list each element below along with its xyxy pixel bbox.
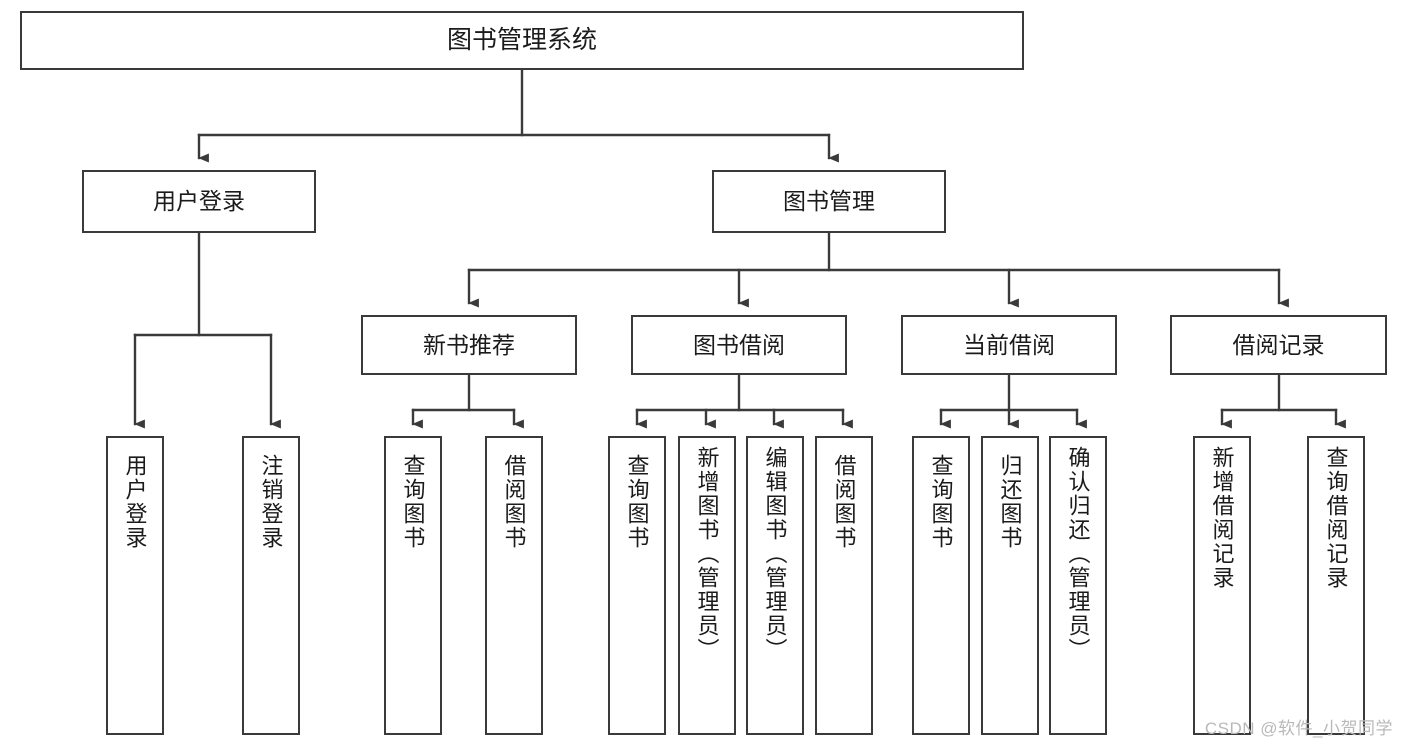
node-label: 查询图书	[400, 454, 426, 550]
node-label: 确认归还（管理员）	[1065, 446, 1091, 662]
node-label: 当前借阅	[963, 331, 1055, 358]
leaf-add-book-admin[interactable]: 新增图书（管理员）	[678, 436, 736, 735]
leaf-query-book-recommendation[interactable]: 查询图书	[384, 436, 442, 735]
node-label: 新增图书（管理员）	[694, 446, 720, 662]
node-user-login[interactable]: 用户登录	[82, 170, 316, 233]
node-label: 借阅图书	[831, 454, 857, 550]
node-label: 注销登录	[258, 454, 284, 550]
leaf-query-book-current[interactable]: 查询图书	[912, 436, 970, 735]
leaf-query-borrow-record[interactable]: 查询借阅记录	[1307, 436, 1365, 735]
node-label: 图书管理系统	[446, 25, 597, 54]
leaf-confirm-return-admin[interactable]: 确认归还（管理员）	[1049, 436, 1107, 735]
node-label: 查询图书	[928, 454, 954, 550]
leaf-logout[interactable]: 注销登录	[242, 436, 300, 735]
node-label: 查询借阅记录	[1323, 446, 1349, 590]
node-label: 新书推荐	[423, 331, 515, 358]
node-new-book-recommendation[interactable]: 新书推荐	[361, 315, 577, 375]
node-label: 用户登录	[122, 454, 148, 550]
node-label: 借阅记录	[1232, 331, 1325, 358]
node-label: 图书借阅	[693, 331, 785, 358]
leaf-user-login[interactable]: 用户登录	[106, 436, 164, 735]
node-label: 查询图书	[624, 454, 650, 550]
node-current-borrowing[interactable]: 当前借阅	[901, 315, 1117, 375]
node-book-borrowing[interactable]: 图书借阅	[631, 315, 847, 375]
leaf-add-borrow-record[interactable]: 新增借阅记录	[1193, 436, 1251, 735]
leaf-query-book-borrow[interactable]: 查询图书	[608, 436, 666, 735]
leaf-return-book[interactable]: 归还图书	[981, 436, 1039, 735]
leaf-borrow-book-recommendation[interactable]: 借阅图书	[485, 436, 543, 735]
node-book-management[interactable]: 图书管理	[712, 170, 946, 233]
leaf-borrow-book[interactable]: 借阅图书	[815, 436, 873, 735]
node-label: 用户登录	[153, 188, 245, 215]
node-label: 借阅图书	[501, 454, 527, 550]
node-borrowing-record[interactable]: 借阅记录	[1170, 315, 1387, 375]
node-label: 编辑图书（管理员）	[762, 446, 788, 662]
node-label: 新增借阅记录	[1209, 446, 1235, 590]
node-root-book-management-system[interactable]: 图书管理系统	[20, 11, 1024, 70]
node-label: 归还图书	[997, 454, 1023, 550]
leaf-edit-book-admin[interactable]: 编辑图书（管理员）	[746, 436, 804, 735]
node-label: 图书管理	[783, 188, 875, 215]
